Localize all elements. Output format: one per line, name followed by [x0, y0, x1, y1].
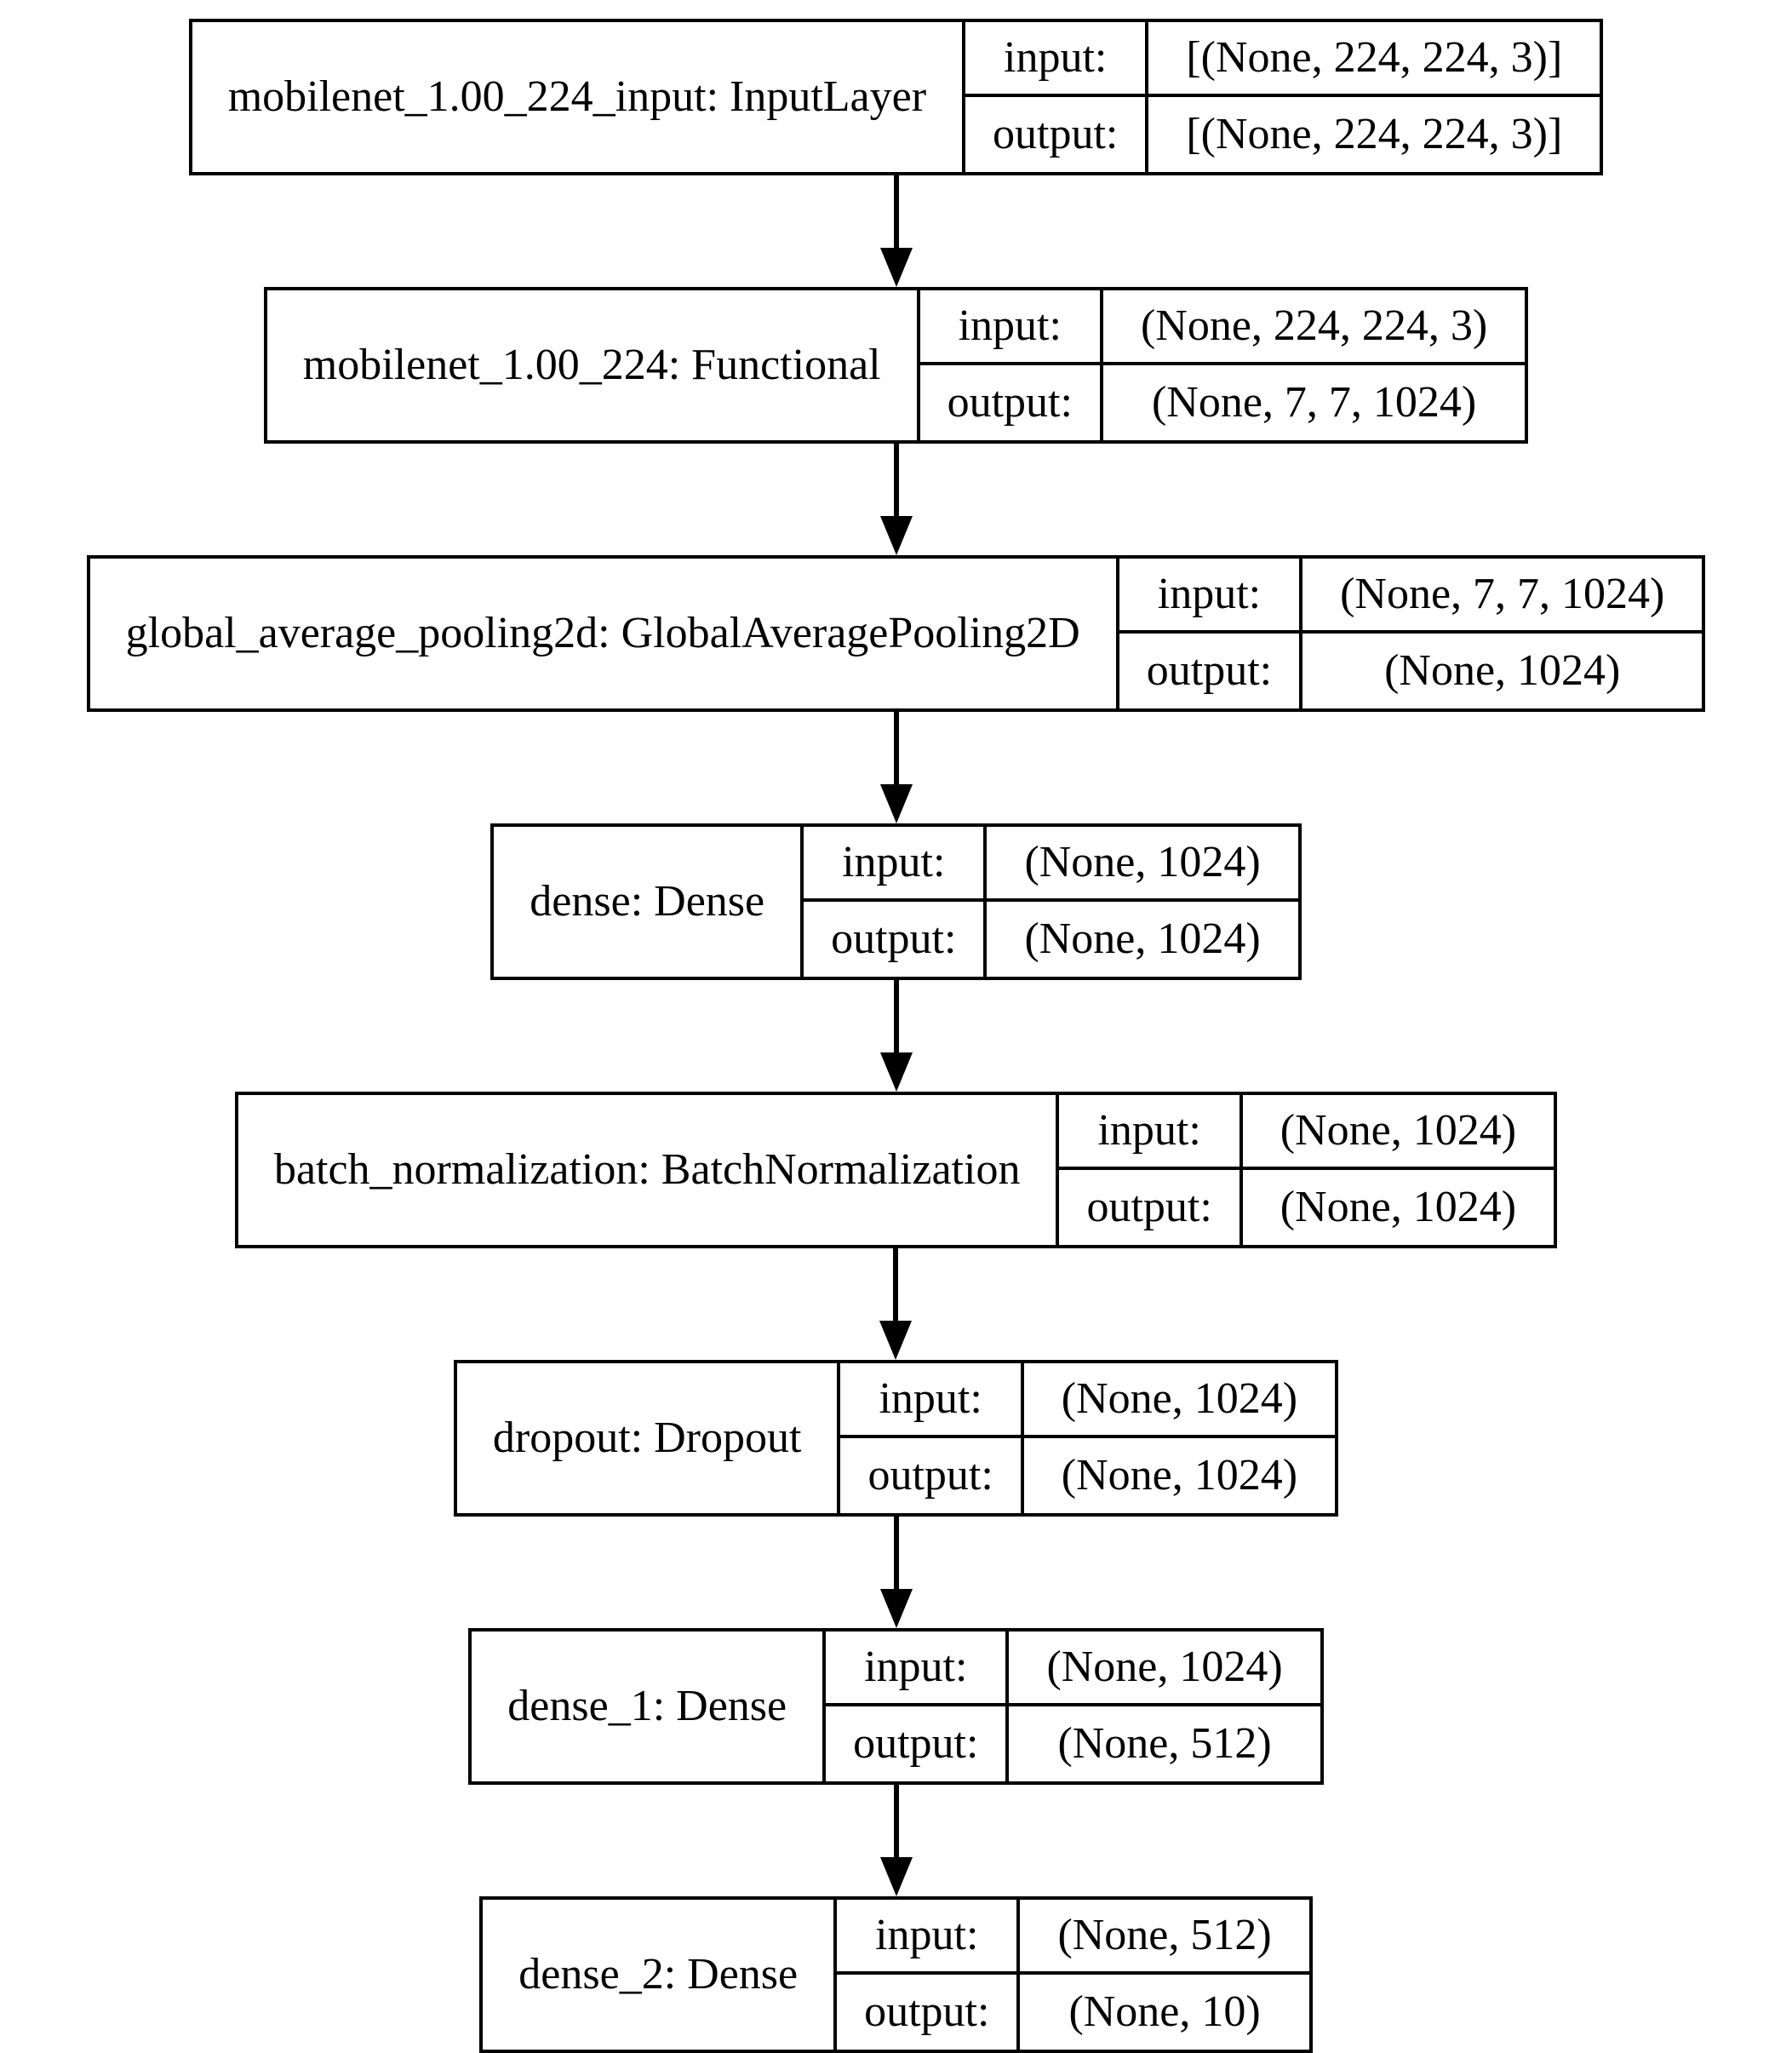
arrowhead-down-icon [879, 1321, 913, 1360]
layer-name: dense: Dense [530, 877, 765, 926]
layer-node: dropout: Dropout input: (None, 1024) out… [453, 1360, 1339, 1517]
input-shape: (None, 224, 224, 3) [1102, 290, 1526, 365]
layer-io-table: input: (None, 1024) output: (None, 1024) [837, 1363, 1336, 1513]
layer-name: global_average_pooling2d: GlobalAverageP… [125, 609, 1080, 657]
input-label: input: [826, 1632, 1010, 1706]
arrowhead-down-icon [879, 248, 913, 287]
output-shape: [(None, 224, 224, 3)] [1186, 110, 1563, 158]
layer-io-table: input: (None, 7, 7, 1024) output: (None,… [1115, 559, 1703, 708]
layer-io-table: input: (None, 224, 224, 3) output: (None… [916, 290, 1526, 440]
input-label: input: [804, 827, 988, 902]
layer-node: dense_1: Dense input: (None, 1024) outpu… [468, 1628, 1324, 1785]
layer-io-table: input: (None, 1024) output: (None, 1024) [1056, 1095, 1554, 1245]
input-shape: (None, 512) [1020, 1900, 1309, 1975]
layer-name: mobilenet_1.00_224_input: InputLayer [227, 72, 927, 121]
input-shape: (None, 1024) [1023, 1363, 1336, 1438]
arrow-line [893, 1785, 899, 1857]
layer-name: dense_2: Dense [518, 1950, 799, 1999]
input-shape: (None, 7, 7, 1024) [1302, 559, 1703, 634]
input-shape: [(None, 224, 224, 3)] [1148, 22, 1600, 97]
input-shape: (None, 1024) [987, 827, 1298, 902]
output-label: output: [804, 902, 988, 977]
output-shape: (None, 1024) [1384, 646, 1621, 695]
arrow-line [893, 712, 899, 784]
output-shape: (None, 1024) [1280, 1183, 1517, 1231]
arrow-connector [879, 1785, 913, 1896]
layer-block: dense: Dense input: (None, 1024) output:… [490, 712, 1302, 980]
arrow-line [893, 444, 899, 516]
layer-node: dense: Dense input: (None, 1024) output:… [490, 823, 1302, 980]
layer-io-table: input: [(None, 224, 224, 3)] output: [(N… [962, 22, 1600, 172]
arrowhead-down-icon [879, 516, 913, 555]
layer-node: mobilenet_1.00_224: Functional input: (N… [263, 287, 1529, 444]
output-shape: (None, 7, 7, 1024) [1151, 378, 1477, 427]
arrowhead-down-icon [879, 784, 913, 823]
input-label: input: [840, 1363, 1024, 1438]
arrow-line [893, 175, 899, 248]
arrow-connector [879, 175, 913, 287]
arrow-line [893, 1517, 899, 1589]
arrowhead-down-icon [879, 1589, 913, 1628]
arrow-connector [879, 712, 913, 823]
arrowhead-down-icon [879, 1052, 913, 1092]
arrow-line [893, 1248, 899, 1321]
arrow-connector [879, 444, 913, 555]
output-shape: (None, 512) [1057, 1719, 1272, 1768]
layer-block: dropout: Dropout input: (None, 1024) out… [453, 1248, 1339, 1517]
output-shape: (None, 10) [1068, 1987, 1261, 2036]
output-label: output: [965, 97, 1149, 172]
layer-name: mobilenet_1.00_224: Functional [302, 341, 881, 389]
layer-block: mobilenet_1.00_224: Functional input: (N… [263, 175, 1529, 444]
input-label: input: [1059, 1095, 1243, 1170]
output-shape: (None, 1024) [1024, 915, 1261, 963]
input-label: input: [919, 290, 1103, 365]
arrow-connector [879, 1248, 913, 1360]
output-label: output: [826, 1706, 1010, 1781]
input-label: input: [837, 1900, 1021, 1975]
input-shape: (None, 1024) [1242, 1095, 1554, 1170]
input-label: input: [1119, 559, 1303, 634]
output-label: output: [1119, 634, 1303, 708]
input-label: input: [965, 22, 1149, 97]
output-shape: (None, 1024) [1061, 1451, 1298, 1500]
layer-node: dense_2: Dense input: (None, 512) output… [479, 1896, 1313, 2053]
layer-io-table: input: (None, 512) output: (None, 10) [833, 1900, 1309, 2050]
output-label: output: [840, 1438, 1024, 1513]
layer-block: mobilenet_1.00_224_input: InputLayer inp… [188, 19, 1604, 175]
layer-block: batch_normalization: BatchNormalization … [234, 980, 1558, 1248]
output-label: output: [837, 1975, 1021, 2050]
layer-io-table: input: (None, 1024) output: (None, 512) [822, 1632, 1320, 1781]
arrow-connector [879, 980, 913, 1092]
layer-node: mobilenet_1.00_224_input: InputLayer inp… [188, 19, 1604, 175]
arrow-line [893, 980, 899, 1052]
layer-name: dropout: Dropout [492, 1414, 802, 1462]
layer-node: batch_normalization: BatchNormalization … [234, 1092, 1558, 1248]
layer-name: batch_normalization: BatchNormalization [273, 1145, 1021, 1194]
layer-name: dense_1: Dense [507, 1682, 787, 1730]
output-label: output: [1059, 1170, 1243, 1245]
arrow-connector [879, 1517, 913, 1628]
layer-block: global_average_pooling2d: GlobalAverageP… [86, 444, 1706, 712]
layer-node: global_average_pooling2d: GlobalAverageP… [86, 555, 1706, 712]
layer-block: dense_2: Dense input: (None, 512) output… [479, 1785, 1313, 2053]
layer-block: dense_1: Dense input: (None, 1024) outpu… [468, 1517, 1324, 1785]
layer-io-table: input: (None, 1024) output: (None, 1024) [800, 827, 1298, 977]
input-shape: (None, 1024) [1009, 1632, 1320, 1706]
output-label: output: [920, 365, 1103, 440]
arrowhead-down-icon [879, 1857, 913, 1896]
